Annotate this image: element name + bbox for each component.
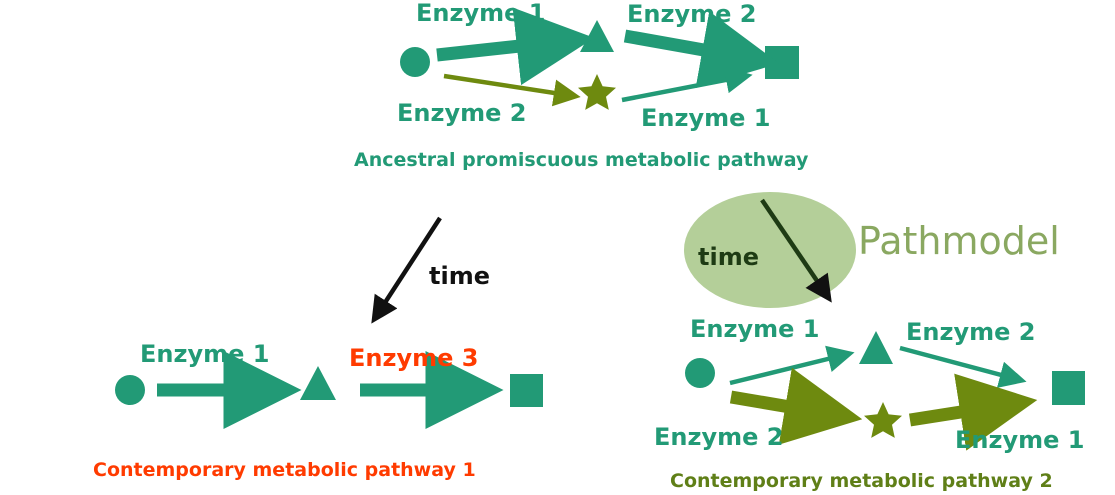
pathway-caption: Contemporary metabolic pathway 1 [93, 459, 476, 481]
arrow-enzyme2-bottom [729, 367, 863, 445]
enzyme-label: Enzyme 1 [416, 0, 545, 27]
triangle-intermediate-icon [580, 20, 614, 52]
arrow-enzyme1-top [436, 7, 595, 86]
arrow-enzyme1-bottom [908, 373, 1038, 451]
arrow-enzyme2-bottom [443, 73, 581, 107]
enzyme-label: Enzyme 1 [641, 104, 770, 132]
time-label: time [698, 243, 759, 271]
enzyme-label: Enzyme 1 [140, 340, 269, 368]
circle-substrate-icon [115, 375, 145, 405]
enzyme-label: Enzyme 3 [349, 344, 478, 372]
square-product-icon [1052, 371, 1085, 405]
pathway-caption: Contemporary metabolic pathway 2 [670, 470, 1053, 492]
time-arrow-left: time [371, 216, 490, 324]
pathway-caption: Ancestral promiscuous metabolic pathway [354, 149, 809, 171]
ancestral-pathway: Enzyme 1 Enzyme 2 Enzyme 2 Enzyme 1 Ance… [354, 0, 809, 171]
time-label: time [429, 262, 490, 290]
arrow-enzyme1-top [729, 345, 855, 386]
arrow-enzyme2-top [899, 345, 1027, 388]
circle-substrate-icon [400, 47, 430, 77]
enzyme-label: Enzyme 2 [397, 99, 526, 127]
contemporary-pathway-1: Enzyme 1 Enzyme 3 Contemporary metabolic… [93, 340, 543, 481]
arrow-enzyme2-top [623, 11, 780, 89]
time-arrow-line [760, 198, 832, 303]
time-arrow-line [371, 216, 442, 324]
enzyme-label: Enzyme 1 [690, 315, 819, 343]
square-product-icon [510, 374, 543, 407]
time-arrow-right: time [698, 198, 832, 303]
enzyme-label: Enzyme 1 [955, 426, 1084, 454]
triangle-intermediate-icon [300, 366, 336, 400]
star-intermediate-icon [864, 402, 902, 438]
watermark-text: Pathmodel [858, 219, 1060, 263]
triangle-intermediate-icon [859, 331, 893, 364]
enzyme-label: Enzyme 2 [654, 423, 783, 451]
circle-substrate-icon [685, 358, 715, 388]
contemporary-pathway-2: Enzyme 1 Enzyme 2 Enzyme 2 Enzyme 1 Cont… [654, 315, 1085, 492]
enzyme-label: Enzyme 2 [906, 318, 1035, 346]
enzyme-label: Enzyme 2 [627, 0, 756, 28]
star-intermediate-icon [578, 74, 616, 110]
arrow-enzyme1-bottom [621, 66, 753, 103]
square-product-icon [765, 46, 799, 79]
